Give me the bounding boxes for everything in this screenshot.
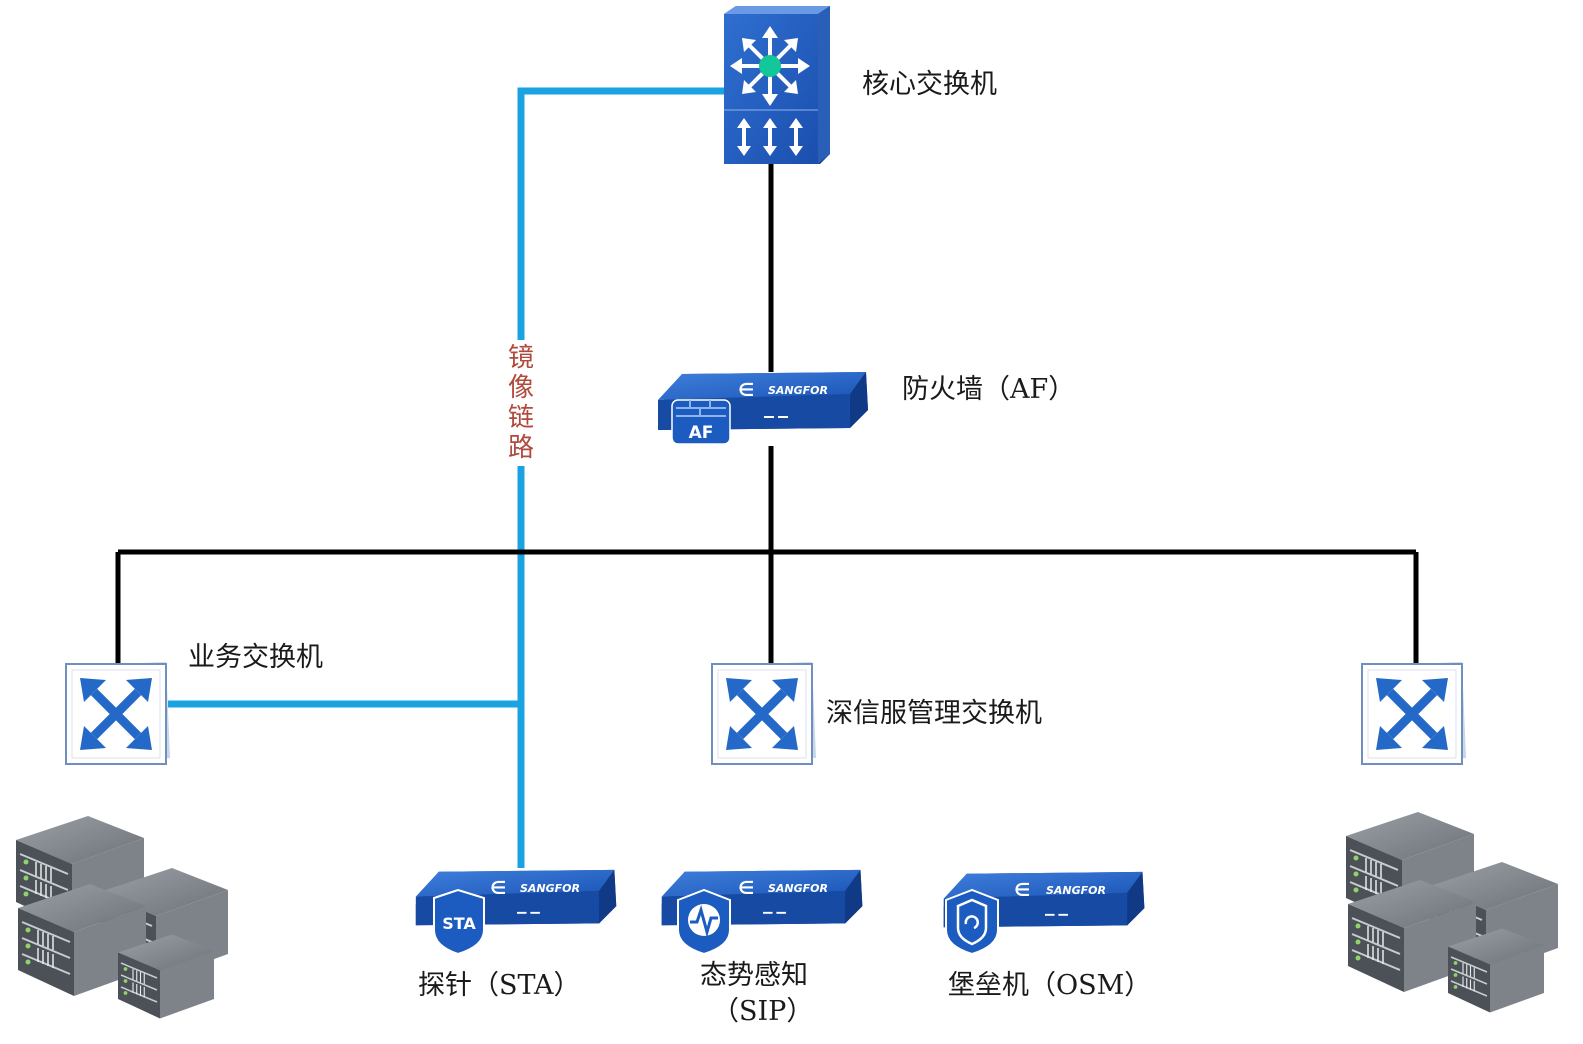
osm-label: 堡垒机（OSM） — [948, 970, 1151, 1001]
layer3-switch-icon — [724, 6, 830, 164]
server-rack-right[interactable] — [1345, 811, 1559, 1014]
network-links — [115, 164, 1419, 664]
server-rack-left[interactable] — [15, 815, 229, 1020]
switch-icon — [66, 662, 170, 764]
sangfor-appliance-icon: SANGFOR ∈ STA — [415, 869, 617, 956]
right-switch[interactable] — [1362, 662, 1466, 764]
business-switch-label: 业务交换机 — [188, 642, 323, 673]
sangfor-appliance-icon: SANGFOR ∈ AF — [658, 372, 868, 445]
mgmt-switch-label: 深信服管理交换机 — [826, 698, 1042, 729]
core-switch[interactable]: 核心交换机 — [724, 6, 997, 164]
brand-logo-icon: ∈ — [738, 380, 754, 401]
mirror-link-char: 镜 — [508, 343, 534, 373]
brand-label: SANGFOR — [768, 384, 828, 397]
sta-shield-icon: STA — [433, 888, 485, 956]
brand-logo-icon: ∈ — [1014, 880, 1030, 901]
sangfor-appliance-icon: SANGFOR ∈ — [943, 871, 1145, 956]
firewall-badge-icon: AF — [671, 399, 731, 445]
core-switch-label: 核心交换机 — [862, 69, 997, 100]
mirror-link-char: 链 — [508, 403, 534, 433]
firewall-label: 防火墙（AF） — [902, 374, 1075, 405]
sip-label-line2: （SIP） — [712, 996, 813, 1027]
sip-label-line1: 态势感知 — [700, 960, 808, 991]
switch-icon — [712, 662, 816, 764]
situational-awareness-sip[interactable]: SANGFOR ∈ 态势感知 （SIP） — [661, 869, 863, 1027]
mirror-link-char: 像 — [508, 373, 534, 403]
probe-label: 探针（STA） — [418, 970, 581, 1001]
switch-icon — [1362, 662, 1466, 764]
business-switch[interactable]: 业务交换机 — [66, 642, 323, 764]
osm-shield-icon — [945, 888, 999, 956]
firewall-badge-text: AF — [689, 423, 714, 443]
sangfor-appliance-icon: SANGFOR ∈ — [661, 869, 863, 956]
mirror-link-label: 镜 像 链 路 — [508, 343, 534, 463]
probe-sta[interactable]: SANGFOR ∈ STA 探针（STA） — [415, 869, 617, 1001]
brand-logo-icon: ∈ — [738, 878, 754, 899]
mirror-link-char: 路 — [508, 433, 534, 463]
brand-label: SANGFOR — [1046, 884, 1106, 897]
brand-logo-icon: ∈ — [490, 878, 506, 899]
mirror-link — [168, 87, 724, 868]
sta-badge-text: STA — [442, 914, 476, 933]
pulse-shield-icon — [677, 888, 731, 956]
brand-label: SANGFOR — [520, 882, 580, 895]
firewall-af[interactable]: SANGFOR ∈ AF 防火墙（AF） — [658, 372, 1075, 445]
mgmt-switch[interactable]: 深信服管理交换机 — [712, 662, 1042, 764]
bastion-host-osm[interactable]: SANGFOR ∈ 堡垒机（OSM） — [943, 871, 1152, 1001]
brand-label: SANGFOR — [768, 882, 828, 895]
